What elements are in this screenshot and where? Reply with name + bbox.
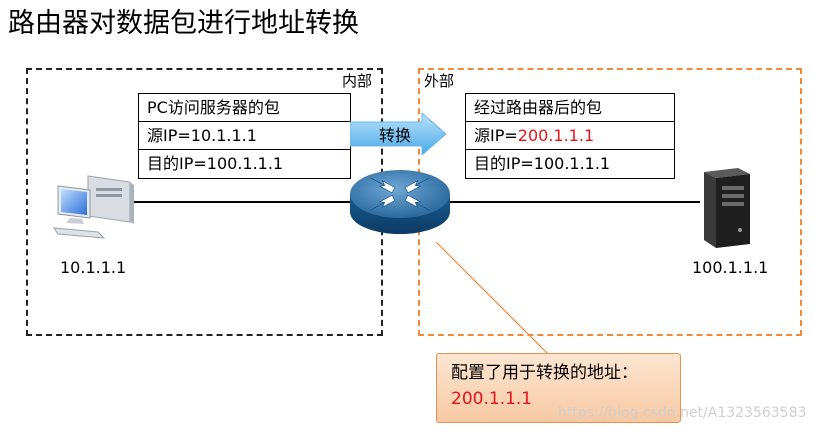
- watermark-text: https://blog.csdn.net/A1323563583: [558, 404, 806, 422]
- callout-text: 配置了用于转换的地址：: [451, 360, 666, 386]
